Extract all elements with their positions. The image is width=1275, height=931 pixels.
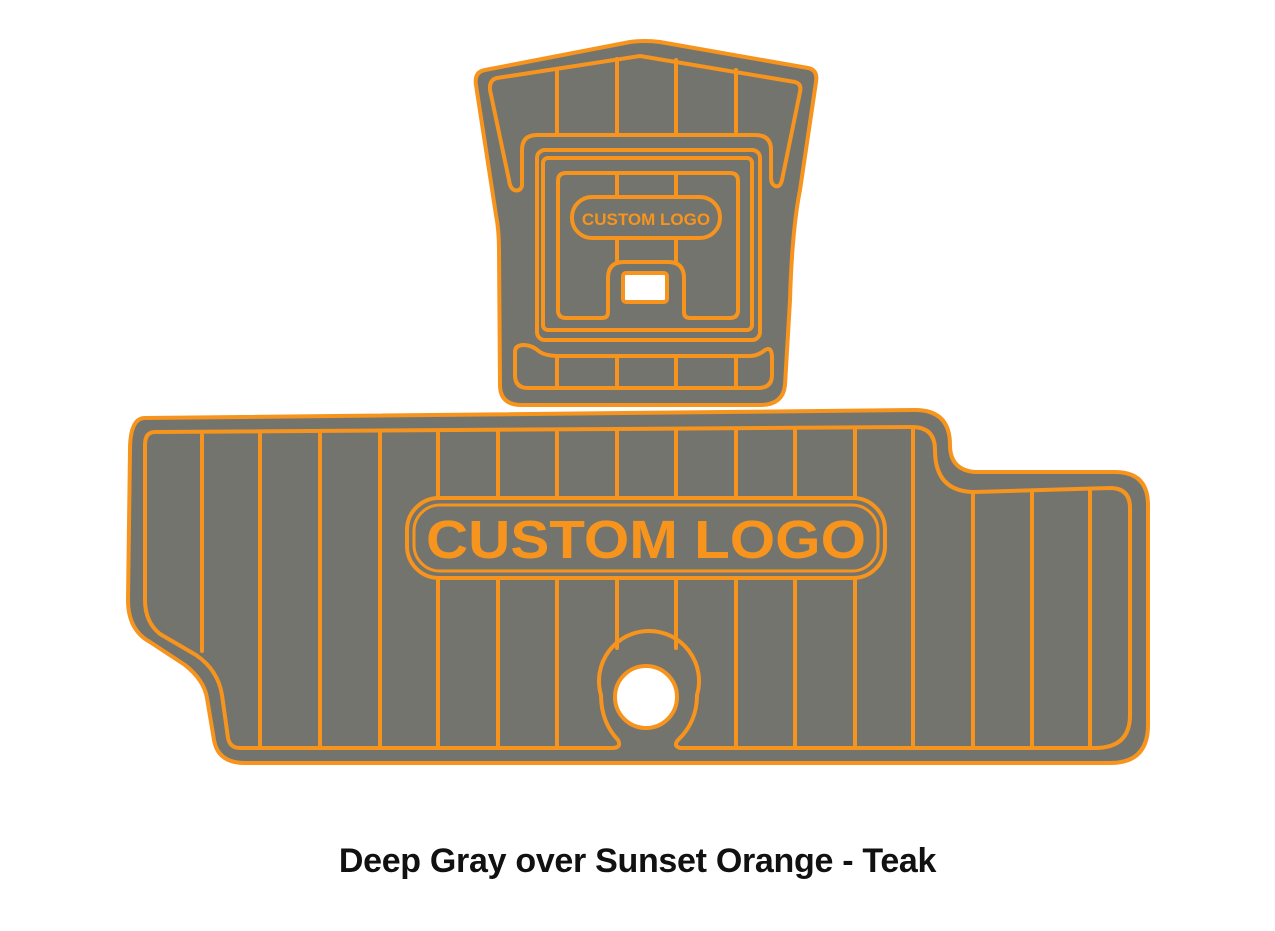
main-logo-text: CUSTOM LOGO — [426, 510, 866, 570]
hole-ring — [613, 664, 679, 730]
main-mat-piece — [126, 408, 1150, 765]
top-cutout — [621, 271, 669, 304]
product-caption: Deep Gray over Sunset Orange - Teak — [338, 842, 937, 880]
top-logo-badge — [570, 195, 722, 240]
top-logo-text: CUSTOM LOGO — [582, 210, 710, 229]
top-mat-piece — [473, 39, 819, 407]
